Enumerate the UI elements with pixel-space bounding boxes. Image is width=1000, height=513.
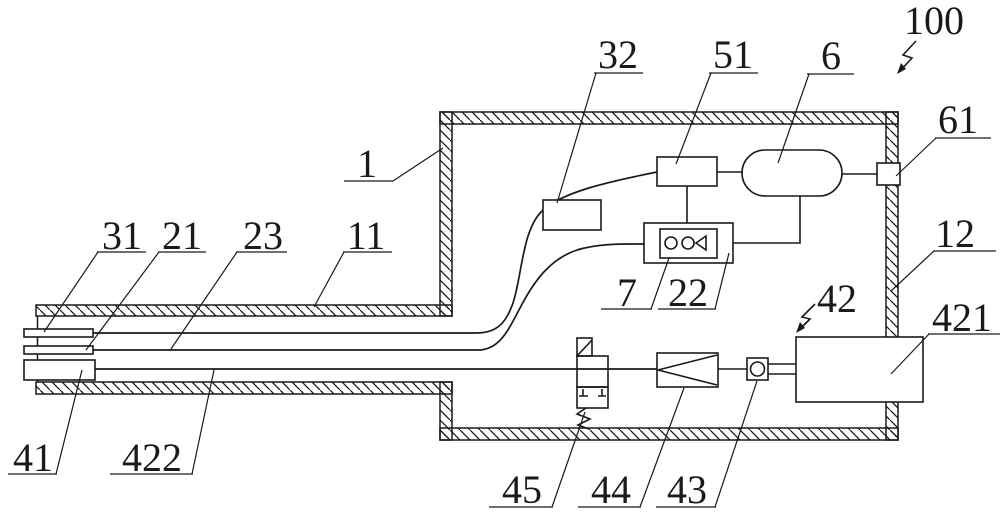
label-31: 31: [102, 213, 142, 258]
label-61: 61: [938, 97, 978, 142]
label-22: 22: [668, 270, 708, 315]
valve-port-mark-right: [598, 389, 606, 397]
tip-bar-31: [23, 328, 94, 338]
zigzag-arrow-42-icon: [797, 303, 816, 332]
indicator-triangle: [694, 234, 707, 252]
component-box-51: [656, 156, 718, 187]
tube-line-21: [93, 171, 658, 334]
label-422: 422: [122, 435, 182, 480]
leader-7: [650, 257, 670, 310]
block-41: [23, 359, 96, 381]
label-100: 100: [904, 0, 964, 43]
label-23: 23: [243, 213, 283, 258]
zigzag-arrow-42-tip: [796, 322, 805, 333]
outlet-box-61: [876, 162, 901, 186]
zigzag-arrow-100-icon: [898, 40, 917, 73]
label-42: 42: [817, 276, 857, 321]
tube-11-top-wall: [35, 304, 453, 317]
label-leaders: [8, 72, 1000, 508]
tube-line-23: [93, 243, 645, 351]
sensor-43: [718, 357, 796, 381]
label-21: 21: [162, 213, 202, 258]
leader-31: [43, 251, 99, 333]
housing-wall-top: [439, 111, 899, 125]
drive-unit-421: [795, 336, 924, 403]
indicator-circle-2: [681, 236, 695, 250]
label-43: 43: [667, 467, 707, 512]
upper-components: [542, 149, 901, 244]
leader-45: [551, 411, 586, 508]
probe-tip-assembly: [23, 328, 96, 381]
label-6: 6: [821, 33, 841, 78]
filter-44: [656, 352, 719, 388]
line-6-to-22: [733, 196, 801, 244]
leader-12: [890, 250, 935, 292]
outer-tube-11: [35, 304, 453, 395]
filter-cone: [657, 354, 718, 386]
leader-421: [890, 333, 930, 375]
label-1: 1: [357, 141, 377, 186]
valve-spring: [575, 407, 592, 430]
leader-23: [170, 251, 238, 350]
component-box-32: [542, 199, 602, 231]
leader-32: [556, 72, 597, 204]
valve-coil-diagonal: [576, 339, 593, 357]
zigzag-arrow-100-tip: [897, 63, 906, 74]
label-11: 11: [347, 213, 386, 258]
indicator-circle-1: [664, 236, 678, 250]
label-7: 7: [617, 270, 637, 315]
label-32: 32: [598, 32, 638, 77]
indicator-panel-22: [643, 222, 734, 264]
leader-44: [639, 387, 685, 508]
solenoid-valve-45: [575, 337, 609, 430]
label-12: 12: [935, 211, 975, 256]
label-421: 421: [932, 295, 992, 340]
inner-tubes: [93, 171, 658, 370]
leader-41: [55, 369, 83, 475]
label-51: 51: [713, 32, 753, 77]
leader-51: [675, 72, 712, 165]
leader-6: [777, 73, 810, 164]
leader-11: [313, 251, 345, 308]
leader-43: [714, 380, 758, 508]
reference-numbers: 100 32 51 6 61 1 12 31 21 23 11 7 22 42 …: [13, 0, 992, 512]
leader-422: [191, 369, 215, 475]
valve-body-lower: [576, 386, 609, 409]
tube-11-bottom-wall: [35, 381, 453, 395]
leader-61: [895, 137, 937, 177]
leader-21: [85, 251, 160, 351]
valve-port-mark-left: [579, 389, 588, 397]
filter-box: [656, 352, 719, 388]
tank-capsule-6: [741, 149, 843, 197]
label-44: 44: [591, 467, 631, 512]
leader-1: [392, 147, 444, 182]
tip-bar-21: [23, 345, 94, 355]
valve-body-upper: [576, 355, 609, 388]
zigzag-arrows: [796, 40, 917, 333]
label-41: 41: [13, 435, 53, 480]
housing-wall-left-upper: [439, 111, 453, 317]
label-45: 45: [502, 467, 542, 512]
sensor-43-circle: [749, 361, 766, 377]
leader-22: [714, 252, 730, 310]
